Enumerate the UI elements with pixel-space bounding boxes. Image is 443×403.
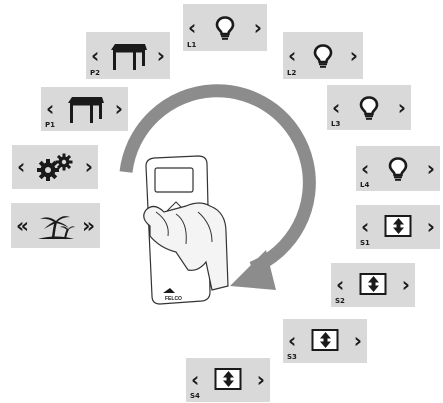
next-arrow[interactable]: › [402, 275, 410, 295]
gears-icon [35, 153, 75, 181]
shutter-icon [360, 273, 387, 295]
tile-label: P1 [45, 121, 55, 129]
fast-prev-arrow[interactable]: « [16, 215, 29, 235]
prev-arrow[interactable]: ‹ [288, 331, 296, 351]
tile-label: P2 [90, 69, 100, 77]
fast-next-arrow[interactable]: » [82, 215, 95, 235]
tile-label: L3 [331, 120, 340, 128]
prev-arrow[interactable]: ‹ [332, 97, 340, 117]
tile-light-4[interactable]: ‹ › L4 [356, 146, 440, 191]
bulb-icon [313, 44, 333, 68]
tile-pergola-2[interactable]: ‹ › P2 [86, 32, 170, 79]
tile-label: S1 [360, 239, 370, 247]
shutter-icon [385, 215, 412, 237]
next-arrow[interactable]: › [257, 370, 265, 390]
prev-arrow[interactable]: ‹ [288, 45, 296, 65]
prev-arrow[interactable]: ‹ [17, 157, 25, 177]
next-arrow[interactable]: › [115, 99, 123, 119]
remote-screen [155, 168, 193, 192]
prev-arrow[interactable]: ‹ [336, 275, 344, 295]
next-arrow[interactable]: › [157, 45, 165, 65]
prev-arrow[interactable]: ‹ [46, 99, 54, 119]
tile-label: L2 [287, 69, 296, 77]
tile-label: S2 [335, 297, 345, 305]
tile-shutter-1[interactable]: ‹ › S1 [356, 205, 440, 249]
palm-tree-icon [36, 211, 76, 241]
tile-label: L1 [187, 41, 196, 49]
next-arrow[interactable]: › [85, 157, 93, 177]
prev-arrow[interactable]: ‹ [191, 370, 199, 390]
prev-arrow[interactable]: ‹ [91, 45, 99, 65]
bulb-icon [359, 96, 379, 120]
shutter-icon [215, 368, 242, 390]
next-arrow[interactable]: › [354, 331, 362, 351]
tile-light-2[interactable]: ‹ › L2 [283, 32, 363, 79]
pergola-icon [109, 41, 147, 71]
bulb-icon [215, 16, 235, 40]
tile-light-1[interactable]: ‹ › L1 [183, 4, 267, 51]
tile-shutter-2[interactable]: ‹ › S2 [331, 263, 415, 307]
tile-holiday[interactable]: « » [11, 203, 100, 248]
tile-pergola-1[interactable]: ‹ › P1 [41, 87, 128, 131]
tile-shutter-3[interactable]: ‹ › S3 [283, 319, 367, 363]
next-arrow[interactable]: › [398, 97, 406, 117]
shutter-icon [312, 329, 339, 351]
tile-label: L4 [360, 181, 369, 189]
tile-settings[interactable]: ‹ › [12, 145, 98, 189]
next-arrow[interactable]: › [427, 217, 435, 237]
prev-arrow[interactable]: ‹ [361, 217, 369, 237]
prev-arrow[interactable]: ‹ [188, 17, 196, 37]
next-arrow[interactable]: › [427, 158, 435, 178]
bulb-icon [388, 157, 408, 181]
tile-shutter-4[interactable]: ‹ › S4 [186, 358, 270, 402]
prev-arrow[interactable]: ‹ [361, 158, 369, 178]
next-arrow[interactable]: › [350, 45, 358, 65]
tile-label: S3 [287, 353, 297, 361]
tile-label: S4 [190, 392, 200, 400]
tile-light-3[interactable]: ‹ › L3 [327, 85, 411, 130]
svg-text:FELCO: FELCO [165, 296, 182, 302]
pergola-icon [66, 94, 104, 124]
next-arrow[interactable]: › [254, 17, 262, 37]
